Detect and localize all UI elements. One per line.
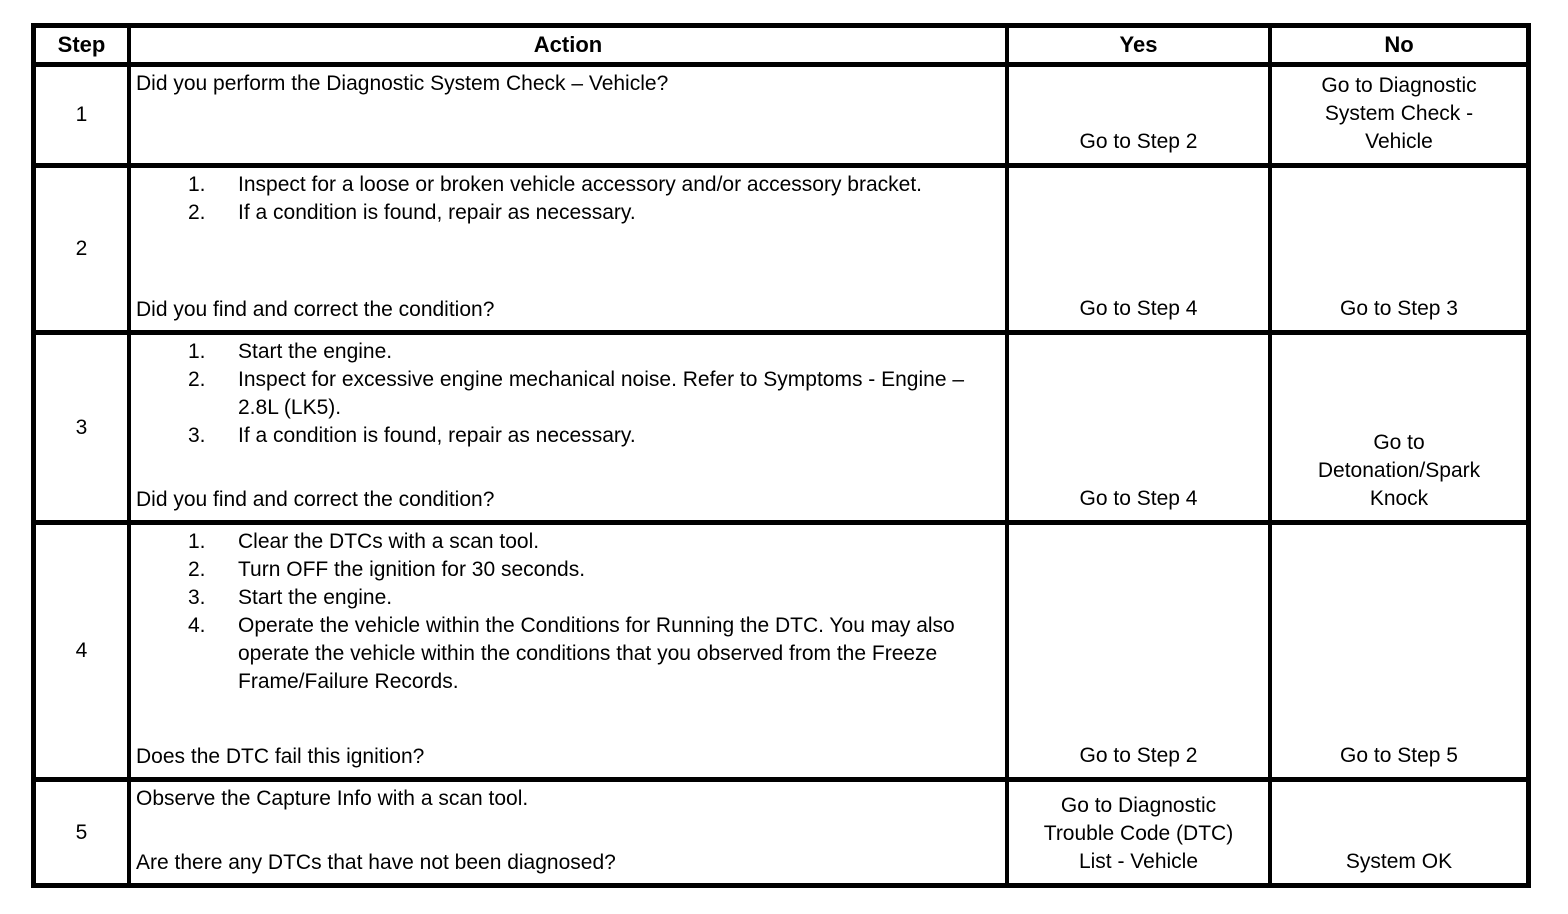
action-cell-1: Did you perform the Diagnostic System Ch… bbox=[127, 62, 1005, 163]
action-cell-3: 1. Start the engine. 2. Inspect for exce… bbox=[127, 330, 1005, 520]
action-list: 1. Start the engine. 2. Inspect for exce… bbox=[136, 338, 997, 450]
step-number-3: 3 bbox=[36, 330, 127, 520]
list-item-number: 2. bbox=[188, 368, 206, 391]
list-item-text: Inspect for excessive engine mechanical … bbox=[238, 368, 965, 419]
list-item-number: 2. bbox=[188, 558, 206, 581]
no-cell-1: Go to Diagnostic System Check - Vehicle bbox=[1268, 62, 1526, 163]
action-question: Does the DTC fail this ignition? bbox=[136, 745, 425, 768]
list-item: 2. Turn OFF the ignition for 30 seconds. bbox=[136, 556, 997, 584]
header-action: Action bbox=[127, 28, 1005, 62]
action-cell-5: Observe the Capture Info with a scan too… bbox=[127, 777, 1005, 883]
yes-cell-3: Go to Step 4 bbox=[1005, 330, 1268, 520]
list-item-number: 1. bbox=[188, 340, 206, 363]
action-list: 1. Clear the DTCs with a scan tool. 2. T… bbox=[136, 528, 997, 696]
diagnostic-step-table: Step Action Yes No 1 Did you perform the… bbox=[31, 23, 1531, 888]
no-cell-2: Go to Step 3 bbox=[1268, 163, 1526, 330]
action-cell-2: 1. Inspect for a loose or broken vehicle… bbox=[127, 163, 1005, 330]
step-number-1: 1 bbox=[36, 62, 127, 163]
action-intro: Did you perform the Diagnostic System Ch… bbox=[136, 72, 669, 95]
yes-cell-4: Go to Step 2 bbox=[1005, 520, 1268, 777]
list-item-number: 1. bbox=[188, 530, 206, 553]
action-cell-4: 1. Clear the DTCs with a scan tool. 2. T… bbox=[127, 520, 1005, 777]
list-item-text: Turn OFF the ignition for 30 seconds. bbox=[238, 558, 586, 581]
list-item: 4. Operate the vehicle within the Condit… bbox=[136, 612, 997, 696]
list-item-number: 1. bbox=[188, 173, 206, 196]
list-item: 2. Inspect for excessive engine mechanic… bbox=[136, 366, 997, 422]
step-number-4: 4 bbox=[36, 520, 127, 777]
list-item-text: Start the engine. bbox=[238, 586, 393, 609]
list-item-text: Inspect for a loose or broken vehicle ac… bbox=[238, 173, 922, 196]
action-intro: Observe the Capture Info with a scan too… bbox=[136, 787, 529, 810]
list-item-number: 3. bbox=[188, 424, 206, 447]
header-yes: Yes bbox=[1005, 28, 1268, 62]
list-item-text: Start the engine. bbox=[238, 340, 393, 363]
list-item: 3. If a condition is found, repair as ne… bbox=[136, 422, 997, 450]
header-no: No bbox=[1268, 28, 1526, 62]
action-question: Are there any DTCs that have not been di… bbox=[136, 851, 616, 874]
list-item-number: 3. bbox=[188, 586, 206, 609]
list-item: 1. Clear the DTCs with a scan tool. bbox=[136, 528, 997, 556]
yes-cell-1: Go to Step 2 bbox=[1005, 62, 1268, 163]
action-question: Did you find and correct the condition? bbox=[136, 298, 495, 321]
list-item-text: If a condition is found, repair as neces… bbox=[238, 424, 636, 447]
list-item-text: If a condition is found, repair as neces… bbox=[238, 201, 636, 224]
list-item-text: Clear the DTCs with a scan tool. bbox=[238, 530, 540, 553]
step-number-2: 2 bbox=[36, 163, 127, 330]
yes-cell-2: Go to Step 4 bbox=[1005, 163, 1268, 330]
yes-cell-5: Go to Diagnostic Trouble Code (DTC) List… bbox=[1005, 777, 1268, 883]
no-cell-3: Go to Detonation/Spark Knock bbox=[1268, 330, 1526, 520]
list-item: 2. If a condition is found, repair as ne… bbox=[136, 199, 997, 227]
no-cell-4: Go to Step 5 bbox=[1268, 520, 1526, 777]
action-list: 1. Inspect for a loose or broken vehicle… bbox=[136, 171, 997, 227]
list-item-number: 2. bbox=[188, 201, 206, 224]
list-item-number: 4. bbox=[188, 614, 206, 637]
list-item: 1. Start the engine. bbox=[136, 338, 997, 366]
no-cell-5: System OK bbox=[1268, 777, 1526, 883]
list-item: 3. Start the engine. bbox=[136, 584, 997, 612]
header-step: Step bbox=[57, 32, 106, 57]
step-number-5: 5 bbox=[36, 777, 127, 883]
list-item-text: Operate the vehicle within the Condition… bbox=[238, 614, 955, 693]
list-item: 1. Inspect for a loose or broken vehicle… bbox=[136, 171, 997, 199]
action-question: Did you find and correct the condition? bbox=[136, 488, 495, 511]
